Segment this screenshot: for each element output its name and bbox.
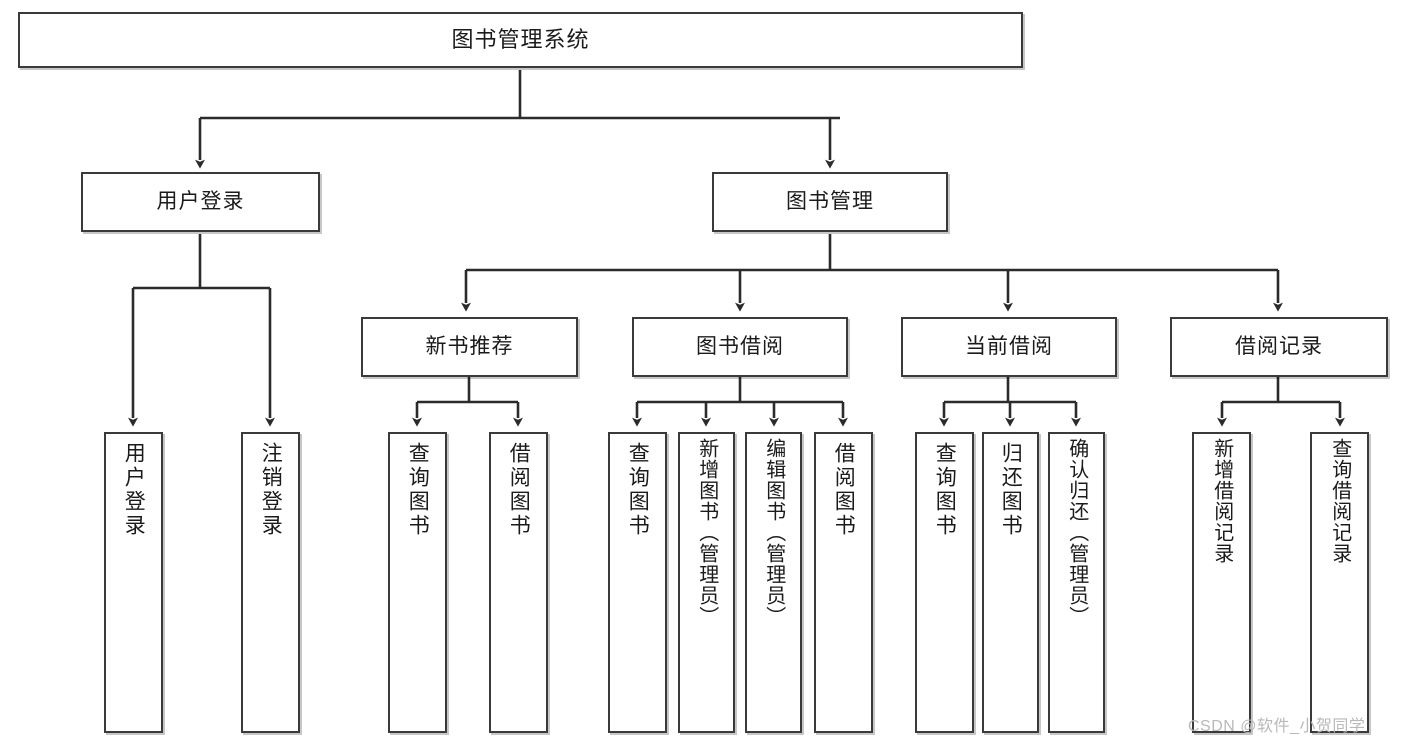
node-label: 图书管理系统 <box>451 27 590 53</box>
node-book-management[interactable]: 图书管理 <box>712 172 948 232</box>
node-label: 确认归还（管理员） <box>1065 438 1088 627</box>
leaf-user-login[interactable]: 用户登录 <box>104 432 163 733</box>
leaf-query-borrow-record[interactable]: 查询借阅记录 <box>1310 432 1369 733</box>
node-book-borrow[interactable]: 图书借阅 <box>632 317 848 377</box>
node-label: 查询图书 <box>626 442 650 538</box>
node-label: 新书推荐 <box>425 334 514 358</box>
node-label: 新增借阅记录 <box>1210 438 1233 564</box>
leaf-query-book-current[interactable]: 查询图书 <box>915 432 974 733</box>
node-label: 图书管理 <box>786 189 874 213</box>
node-label: 当前借阅 <box>965 334 1053 358</box>
node-label: 注销登录 <box>259 442 283 538</box>
node-label: 借阅图书 <box>832 442 856 538</box>
leaf-add-book-admin[interactable]: 新增图书（管理员） <box>678 432 735 733</box>
node-label: 新增图书（管理员） <box>695 438 718 627</box>
node-label: 查询图书 <box>406 442 430 538</box>
node-label: 归还图书 <box>999 442 1023 538</box>
node-label: 用户登录 <box>122 442 146 538</box>
node-label: 查询借阅记录 <box>1328 438 1351 564</box>
node-label: 查询图书 <box>933 442 957 538</box>
leaf-user-logout[interactable]: 注销登录 <box>241 432 300 733</box>
leaf-return-book[interactable]: 归还图书 <box>982 432 1039 733</box>
leaf-query-book-borrow[interactable]: 查询图书 <box>608 432 667 733</box>
node-new-book-recommend[interactable]: 新书推荐 <box>361 317 578 377</box>
node-label: 借阅图书 <box>507 442 531 538</box>
leaf-borrow-book-recommend[interactable]: 借阅图书 <box>489 432 548 733</box>
node-borrow-record[interactable]: 借阅记录 <box>1170 317 1388 377</box>
node-label: 编辑图书（管理员） <box>762 438 785 627</box>
leaf-add-borrow-record[interactable]: 新增借阅记录 <box>1192 432 1251 733</box>
node-label: 图书借阅 <box>696 334 784 358</box>
leaf-edit-book-admin[interactable]: 编辑图书（管理员） <box>745 432 802 733</box>
node-user-login[interactable]: 用户登录 <box>81 172 320 232</box>
csdn-watermark: CSDN @软件_小贺同学 <box>1188 718 1366 735</box>
leaf-borrow-book[interactable]: 借阅图书 <box>814 432 873 733</box>
node-label: 借阅记录 <box>1235 334 1323 358</box>
leaf-query-book-recommend[interactable]: 查询图书 <box>388 432 447 733</box>
leaf-confirm-return-admin[interactable]: 确认归还（管理员） <box>1048 432 1105 733</box>
node-current-borrow[interactable]: 当前借阅 <box>901 317 1117 377</box>
node-root-system[interactable]: 图书管理系统 <box>18 12 1023 68</box>
node-label: 用户登录 <box>156 189 245 213</box>
